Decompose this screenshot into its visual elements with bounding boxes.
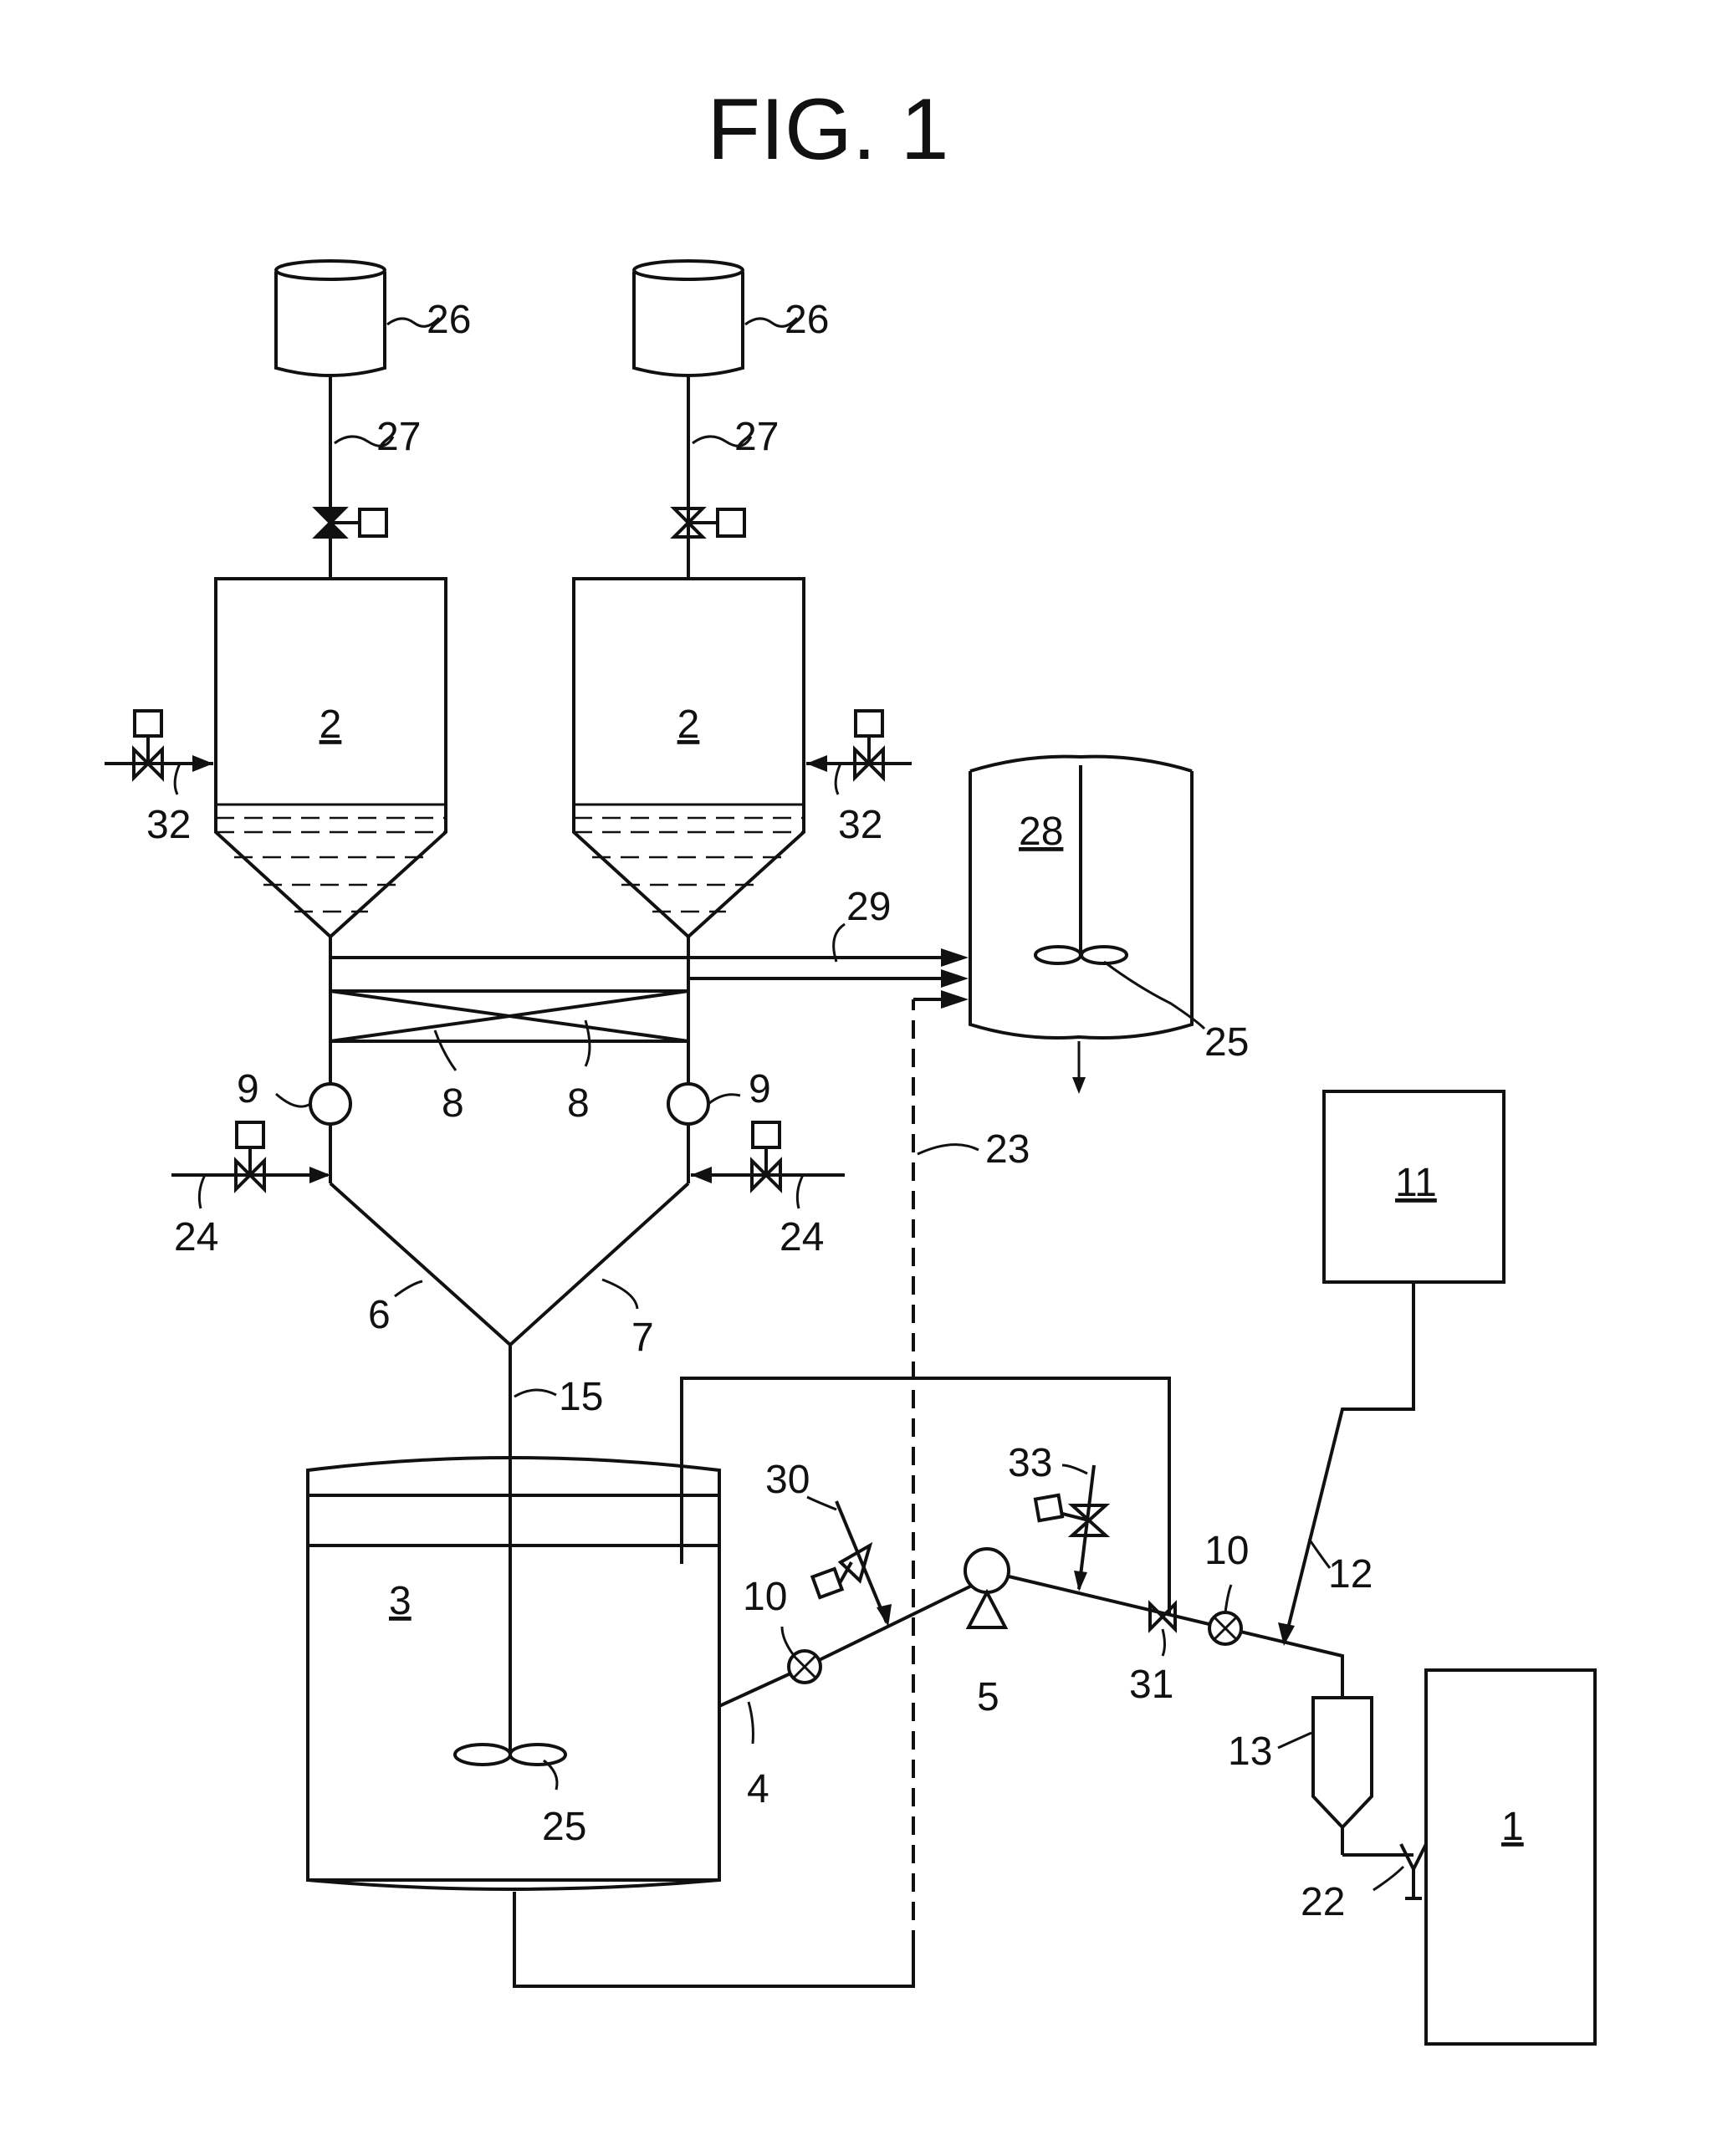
label-13: 13 <box>1228 1729 1272 1774</box>
supply-drum-right <box>634 261 743 376</box>
label-27-right: 27 <box>734 415 779 459</box>
supply-drum-left <box>276 261 385 376</box>
label-11: 11 <box>1395 1161 1437 1205</box>
label-25-tank28: 25 <box>1204 1020 1249 1065</box>
pump-5 <box>965 1549 1009 1627</box>
valve-32-left <box>105 711 213 794</box>
label-31: 31 <box>1129 1663 1173 1707</box>
flowmeter-9-right <box>668 1084 708 1124</box>
label-10-left: 10 <box>743 1575 787 1619</box>
bottom-outlet-line <box>514 1892 913 1986</box>
label-33: 33 <box>1008 1441 1052 1485</box>
nozzle-22 <box>1401 1844 1426 1898</box>
label-1: 1 <box>1501 1805 1524 1849</box>
label-27-left: 27 <box>376 415 421 459</box>
valve-30 <box>807 1497 892 1627</box>
main-tank-3 <box>308 1455 719 1889</box>
label-23: 23 <box>985 1127 1030 1172</box>
label-25-tank3: 25 <box>542 1805 586 1849</box>
label-5: 5 <box>977 1675 999 1719</box>
label-32-right: 32 <box>838 803 882 847</box>
label-22: 22 <box>1301 1880 1345 1924</box>
valve-24-right <box>691 1122 845 1208</box>
label-15: 15 <box>559 1375 603 1419</box>
valve-27-right <box>674 508 744 537</box>
filter-13 <box>1313 1698 1413 1855</box>
label-24-right: 24 <box>780 1215 824 1259</box>
valve-24-left <box>171 1122 330 1208</box>
tank-28 <box>970 757 1204 1094</box>
valve-27-left <box>316 508 386 537</box>
label-26-left: 26 <box>427 298 471 342</box>
label-2-left: 2 <box>320 702 342 747</box>
hopper-right <box>574 579 804 937</box>
flowmeter-9-left <box>310 1084 350 1124</box>
label-32-left: 32 <box>146 803 191 847</box>
label-9-left: 9 <box>237 1067 259 1111</box>
label-4: 4 <box>747 1767 769 1811</box>
label-9-right: 9 <box>749 1067 771 1111</box>
distribution-pipes <box>330 937 688 1345</box>
machine-1 <box>1426 1670 1595 2044</box>
label-30: 30 <box>765 1458 810 1502</box>
label-7: 7 <box>631 1316 654 1360</box>
label-28: 28 <box>1019 810 1063 854</box>
label-8-right: 8 <box>567 1081 590 1126</box>
figure-title: FIG. 1 <box>708 81 949 178</box>
label-3: 3 <box>389 1579 412 1623</box>
line-to-filter <box>1009 1576 1342 1698</box>
valve-32-right <box>806 711 912 794</box>
label-10-right: 10 <box>1204 1529 1249 1573</box>
label-24-left: 24 <box>174 1215 218 1259</box>
label-29: 29 <box>846 885 891 929</box>
label-2-right: 2 <box>677 702 700 747</box>
label-12: 12 <box>1328 1552 1373 1597</box>
label-8-left: 8 <box>442 1081 464 1126</box>
label-26-right: 26 <box>785 298 829 342</box>
label-6: 6 <box>368 1293 391 1337</box>
hopper-left <box>216 579 446 937</box>
